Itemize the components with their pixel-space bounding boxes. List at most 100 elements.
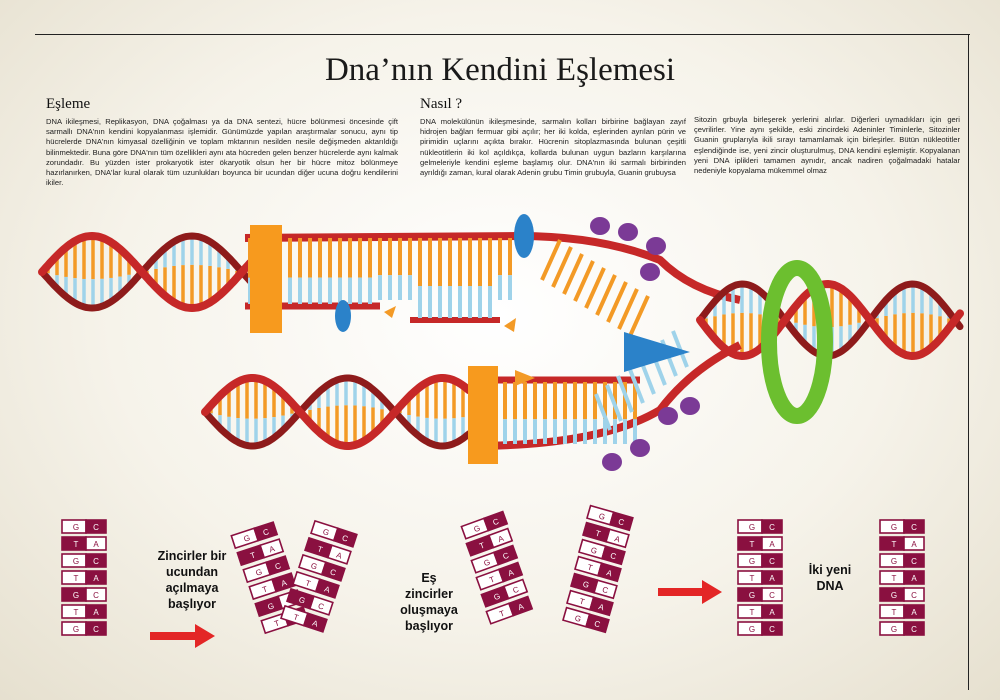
ladder-pairing-right: GC [562, 606, 610, 634]
right-helix-base-pair [857, 305, 861, 323]
base-letter: A [769, 574, 775, 583]
right-helix-base-pair [893, 314, 897, 349]
base-letter: C [617, 517, 625, 527]
lower-helix-base-pair [317, 408, 321, 432]
ladder-pairing-right: GC [586, 504, 634, 532]
ladder-opening-right: TA [280, 604, 328, 633]
right-helix-base-pair [938, 316, 942, 339]
upper-base [428, 286, 432, 318]
lower-helix-base-pair [326, 406, 330, 440]
lower-helix-base-pair [425, 417, 429, 442]
ladder-opening-right: GC [298, 553, 346, 582]
right-helix-base-pair [884, 315, 888, 341]
upper-base [318, 238, 322, 278]
nucleotide-right [85, 604, 107, 619]
upper-base [378, 238, 382, 276]
lower-helix-base-pair [434, 378, 438, 419]
nucleotide-right [761, 587, 783, 602]
lower-base [553, 419, 557, 444]
step-label-unzipping: Zincirler bir ucundan açılmaya başlıyor [157, 549, 227, 611]
okazaki-arrow [384, 306, 396, 318]
nucleotide-right [314, 578, 340, 599]
lower-base [533, 419, 537, 444]
base-letter: T [273, 618, 281, 628]
base-letter: C [93, 557, 99, 566]
base-letter: T [249, 550, 257, 560]
right-helix-base-pair [722, 292, 726, 315]
lower-base [513, 382, 517, 420]
lower-helix-base-pair [317, 392, 321, 409]
upper-base [488, 238, 492, 286]
nucleotide-right [85, 519, 107, 534]
base-letter: G [582, 580, 590, 590]
base-letter: T [594, 529, 601, 539]
base-letter: T [750, 540, 755, 549]
lower-helix-base-pair [344, 405, 348, 446]
nucleotide-right [497, 561, 524, 583]
leading-strand-arrow [515, 370, 535, 386]
right-helix-base-pair [920, 286, 924, 314]
lower-base [603, 382, 607, 420]
section-esleme: Eşleme DNA ikileşmesi, Replikasyon, DNA … [46, 96, 398, 188]
section-text: DNA molekülünün ikileşmesinde, sarmalın … [420, 117, 686, 178]
base-letter: G [322, 527, 331, 537]
upper-base [468, 238, 472, 286]
left-helix-base-pair [199, 237, 203, 266]
ladder-opening-left: TA [248, 572, 297, 601]
left-helix-base-pair [208, 241, 212, 266]
lower-helix-backbone-back [201, 374, 473, 450]
lower-base [593, 419, 597, 444]
step-arrow [658, 580, 722, 604]
base-letter: A [911, 574, 917, 583]
lower-base [633, 419, 637, 444]
upper-base [488, 286, 492, 318]
right-helix-base-pair [902, 285, 906, 314]
lower-helix-base-pair [245, 378, 249, 419]
lower-base [613, 419, 617, 444]
frame-line-right [968, 34, 969, 690]
left-helix-base-pair [118, 276, 122, 295]
base-letter: C [512, 585, 521, 596]
upper-base [308, 277, 312, 304]
base-letter: G [73, 523, 79, 532]
upper-base [418, 238, 422, 286]
unpaired-base [627, 366, 645, 404]
unpaired-base [605, 384, 623, 422]
page-title: Dna’nın Kendini Eşlemesi [324, 52, 676, 88]
upper-base [468, 286, 472, 318]
lower-helix-base-pair [272, 386, 276, 418]
lower-helix-base-pair [245, 418, 249, 446]
base-letter: T [304, 578, 312, 588]
base-letter: C [93, 523, 99, 532]
upper-base [508, 275, 512, 300]
nucleotide-right [761, 553, 783, 568]
nucleotide-right [605, 528, 630, 549]
left-helix-backbone-back [38, 232, 254, 312]
left-helix-base-pair [73, 241, 77, 279]
base-letter: C [911, 591, 917, 600]
base-letter: A [93, 608, 99, 617]
lower-helix-base-pair [380, 397, 384, 410]
ladder-opening-right: GC [286, 587, 334, 616]
base-letter: A [268, 544, 276, 554]
upper-base [338, 238, 342, 278]
right-helix-base-pair [884, 299, 888, 316]
nucleotide-right [903, 536, 925, 551]
base-letter: T [578, 597, 585, 607]
nucleotide-right [259, 538, 285, 559]
nucleotide-right [903, 621, 925, 636]
upper-base [368, 238, 372, 278]
base-letter: A [911, 540, 917, 549]
nucleotide-right [320, 561, 346, 582]
base-letter: G [749, 591, 755, 600]
upper-base [358, 277, 362, 304]
right-helix-base-pair [758, 291, 762, 315]
nucleotide-right [265, 555, 291, 576]
